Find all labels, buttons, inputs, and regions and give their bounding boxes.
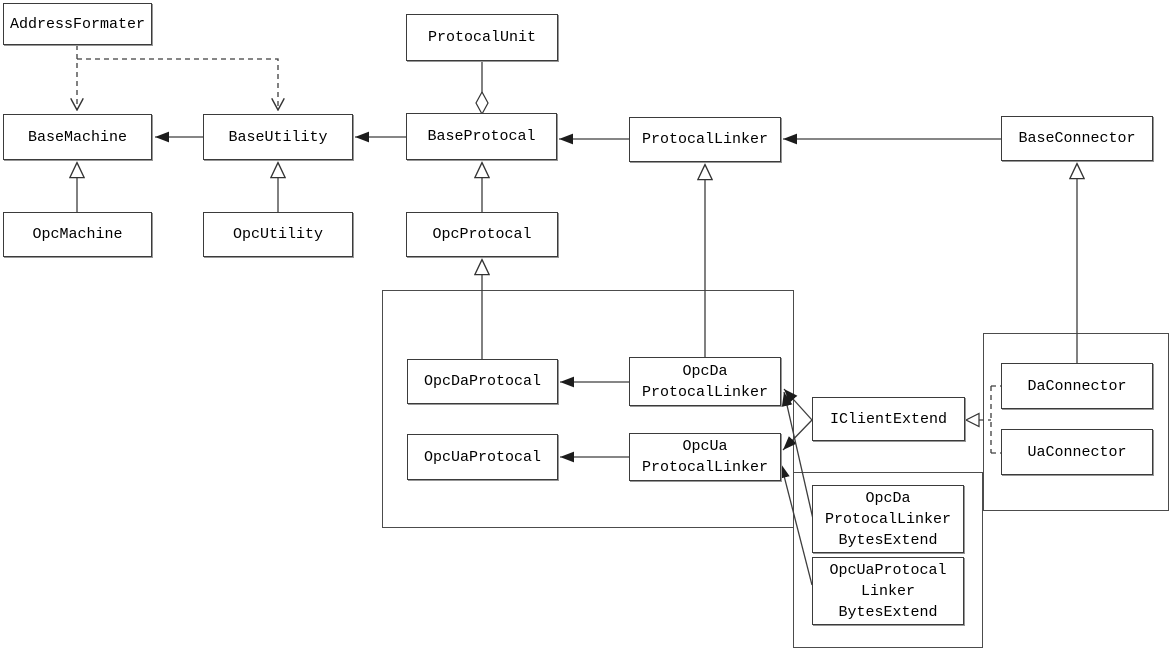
class-box-baseprotocal: BaseProtocal bbox=[406, 113, 557, 160]
class-box-protocalunit: ProtocalUnit bbox=[406, 14, 558, 61]
class-box-opcutility: OpcUtility bbox=[203, 212, 353, 257]
class-box-iclientextend: IClientExtend bbox=[812, 397, 965, 441]
class-box-addressformater: AddressFormater bbox=[3, 3, 152, 45]
group-frame-opc-protocal-linkers bbox=[382, 290, 794, 528]
class-box-opcprotocal: OpcProtocal bbox=[406, 212, 558, 257]
edge-addressformater-baseutility bbox=[77, 58, 278, 110]
class-box-opcmachine: OpcMachine bbox=[3, 212, 152, 257]
class-box-opcdaprotocallinkerbytesextend: OpcDa ProtocalLinker BytesExtend bbox=[812, 485, 964, 553]
class-box-basemachine: BaseMachine bbox=[3, 114, 152, 160]
class-box-opcdaprotocallinker: OpcDa ProtocalLinker bbox=[629, 357, 781, 406]
class-box-daconnector: DaConnector bbox=[1001, 363, 1153, 409]
class-box-uaconnector: UaConnector bbox=[1001, 429, 1153, 475]
realization-hollow-triangle bbox=[964, 412, 980, 428]
class-box-opcuaprotocallinker: OpcUa ProtocalLinker bbox=[629, 433, 781, 481]
aggregation-diamond bbox=[475, 90, 489, 116]
class-box-protocallinker: ProtocalLinker bbox=[629, 117, 781, 162]
class-box-opcuaprotocallinkerbytesextend: OpcUaProtocal Linker BytesExtend bbox=[812, 557, 964, 625]
class-box-opcuaprotocal: OpcUaProtocal bbox=[407, 434, 558, 480]
class-box-baseconnector: BaseConnector bbox=[1001, 116, 1153, 161]
group-frame-connectors bbox=[983, 333, 1169, 511]
class-box-baseutility: BaseUtility bbox=[203, 114, 353, 160]
class-box-opcdaprotocal: OpcDaProtocal bbox=[407, 359, 558, 404]
